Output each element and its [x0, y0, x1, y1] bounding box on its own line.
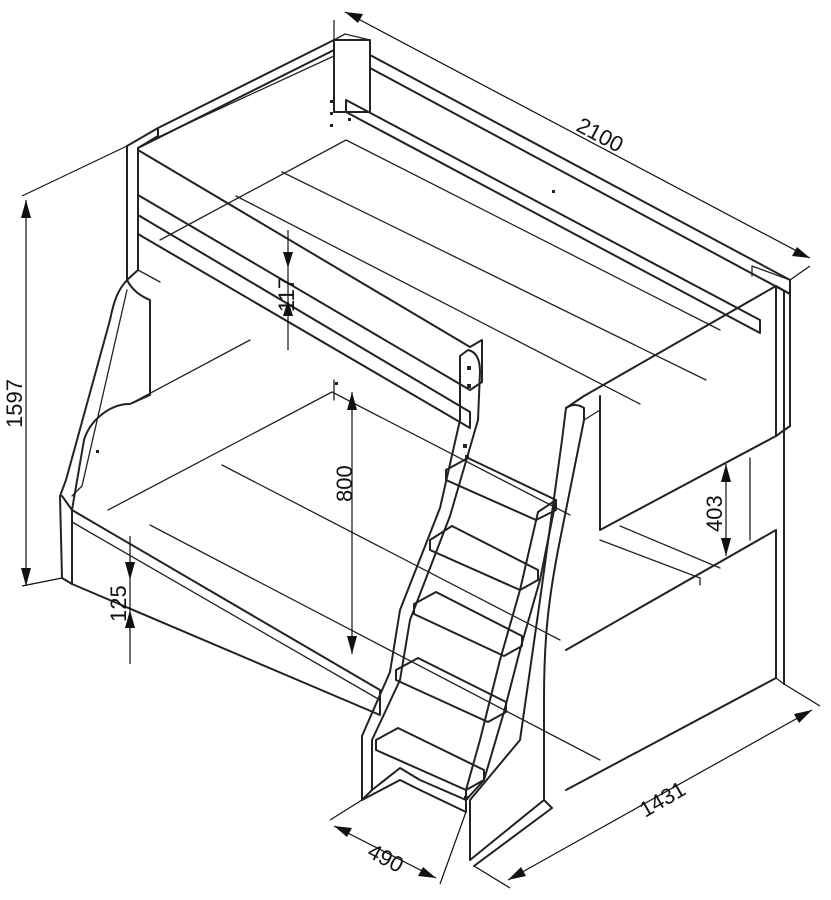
upper-base-slat-2: [281, 171, 707, 381]
dim-height-label: 1597: [2, 379, 27, 428]
ladder-step-4: [395, 657, 507, 723]
ladder-step-1: [445, 457, 557, 521]
lower-base-back-slats: [129, 339, 251, 405]
ladder-left-rail: [361, 349, 481, 801]
right-upper-end-panel: [565, 285, 791, 531]
right-front-curved-panel: [469, 404, 585, 861]
ladder-right-rail: [465, 499, 557, 801]
lower-base-line-3: [221, 464, 561, 641]
left-back-post: [333, 39, 371, 113]
upper-base-slat-1: [235, 195, 641, 405]
ladder-step-3: [413, 591, 523, 657]
lower-base-line-4: [331, 391, 571, 516]
lower-front-rail: [71, 509, 381, 716]
ladder-foot: [361, 767, 467, 813]
lower-base-line-2: [149, 524, 601, 761]
lower-base-line-1: [107, 391, 333, 511]
dim-top-rail-label: 117: [274, 277, 299, 312]
upper-front-lower-rail: [137, 214, 471, 429]
dim-width-line: [507, 709, 813, 881]
bunk-bed-outline: [59, 33, 791, 867]
upper-front-rail: [137, 149, 483, 391]
upper-base-back: [345, 139, 721, 331]
dim-length-label: 2100: [573, 112, 628, 157]
upper-base-left: [159, 139, 347, 241]
lower-right-end-panel: [565, 529, 777, 791]
dim-length-line: [344, 11, 811, 259]
dim-clearance-label: 800: [332, 465, 357, 502]
dim-lower-rail-label: 403: [702, 495, 727, 532]
upper-back-rail-2: [345, 99, 761, 334]
dimension-lines: [21, 11, 821, 889]
dim-base-label: 125: [106, 585, 131, 622]
ladder-step-2: [429, 525, 539, 591]
left-end-curved-panel: [59, 279, 151, 585]
dim-ladder-line: [333, 825, 437, 879]
left-end-panel-top: [137, 39, 335, 149]
